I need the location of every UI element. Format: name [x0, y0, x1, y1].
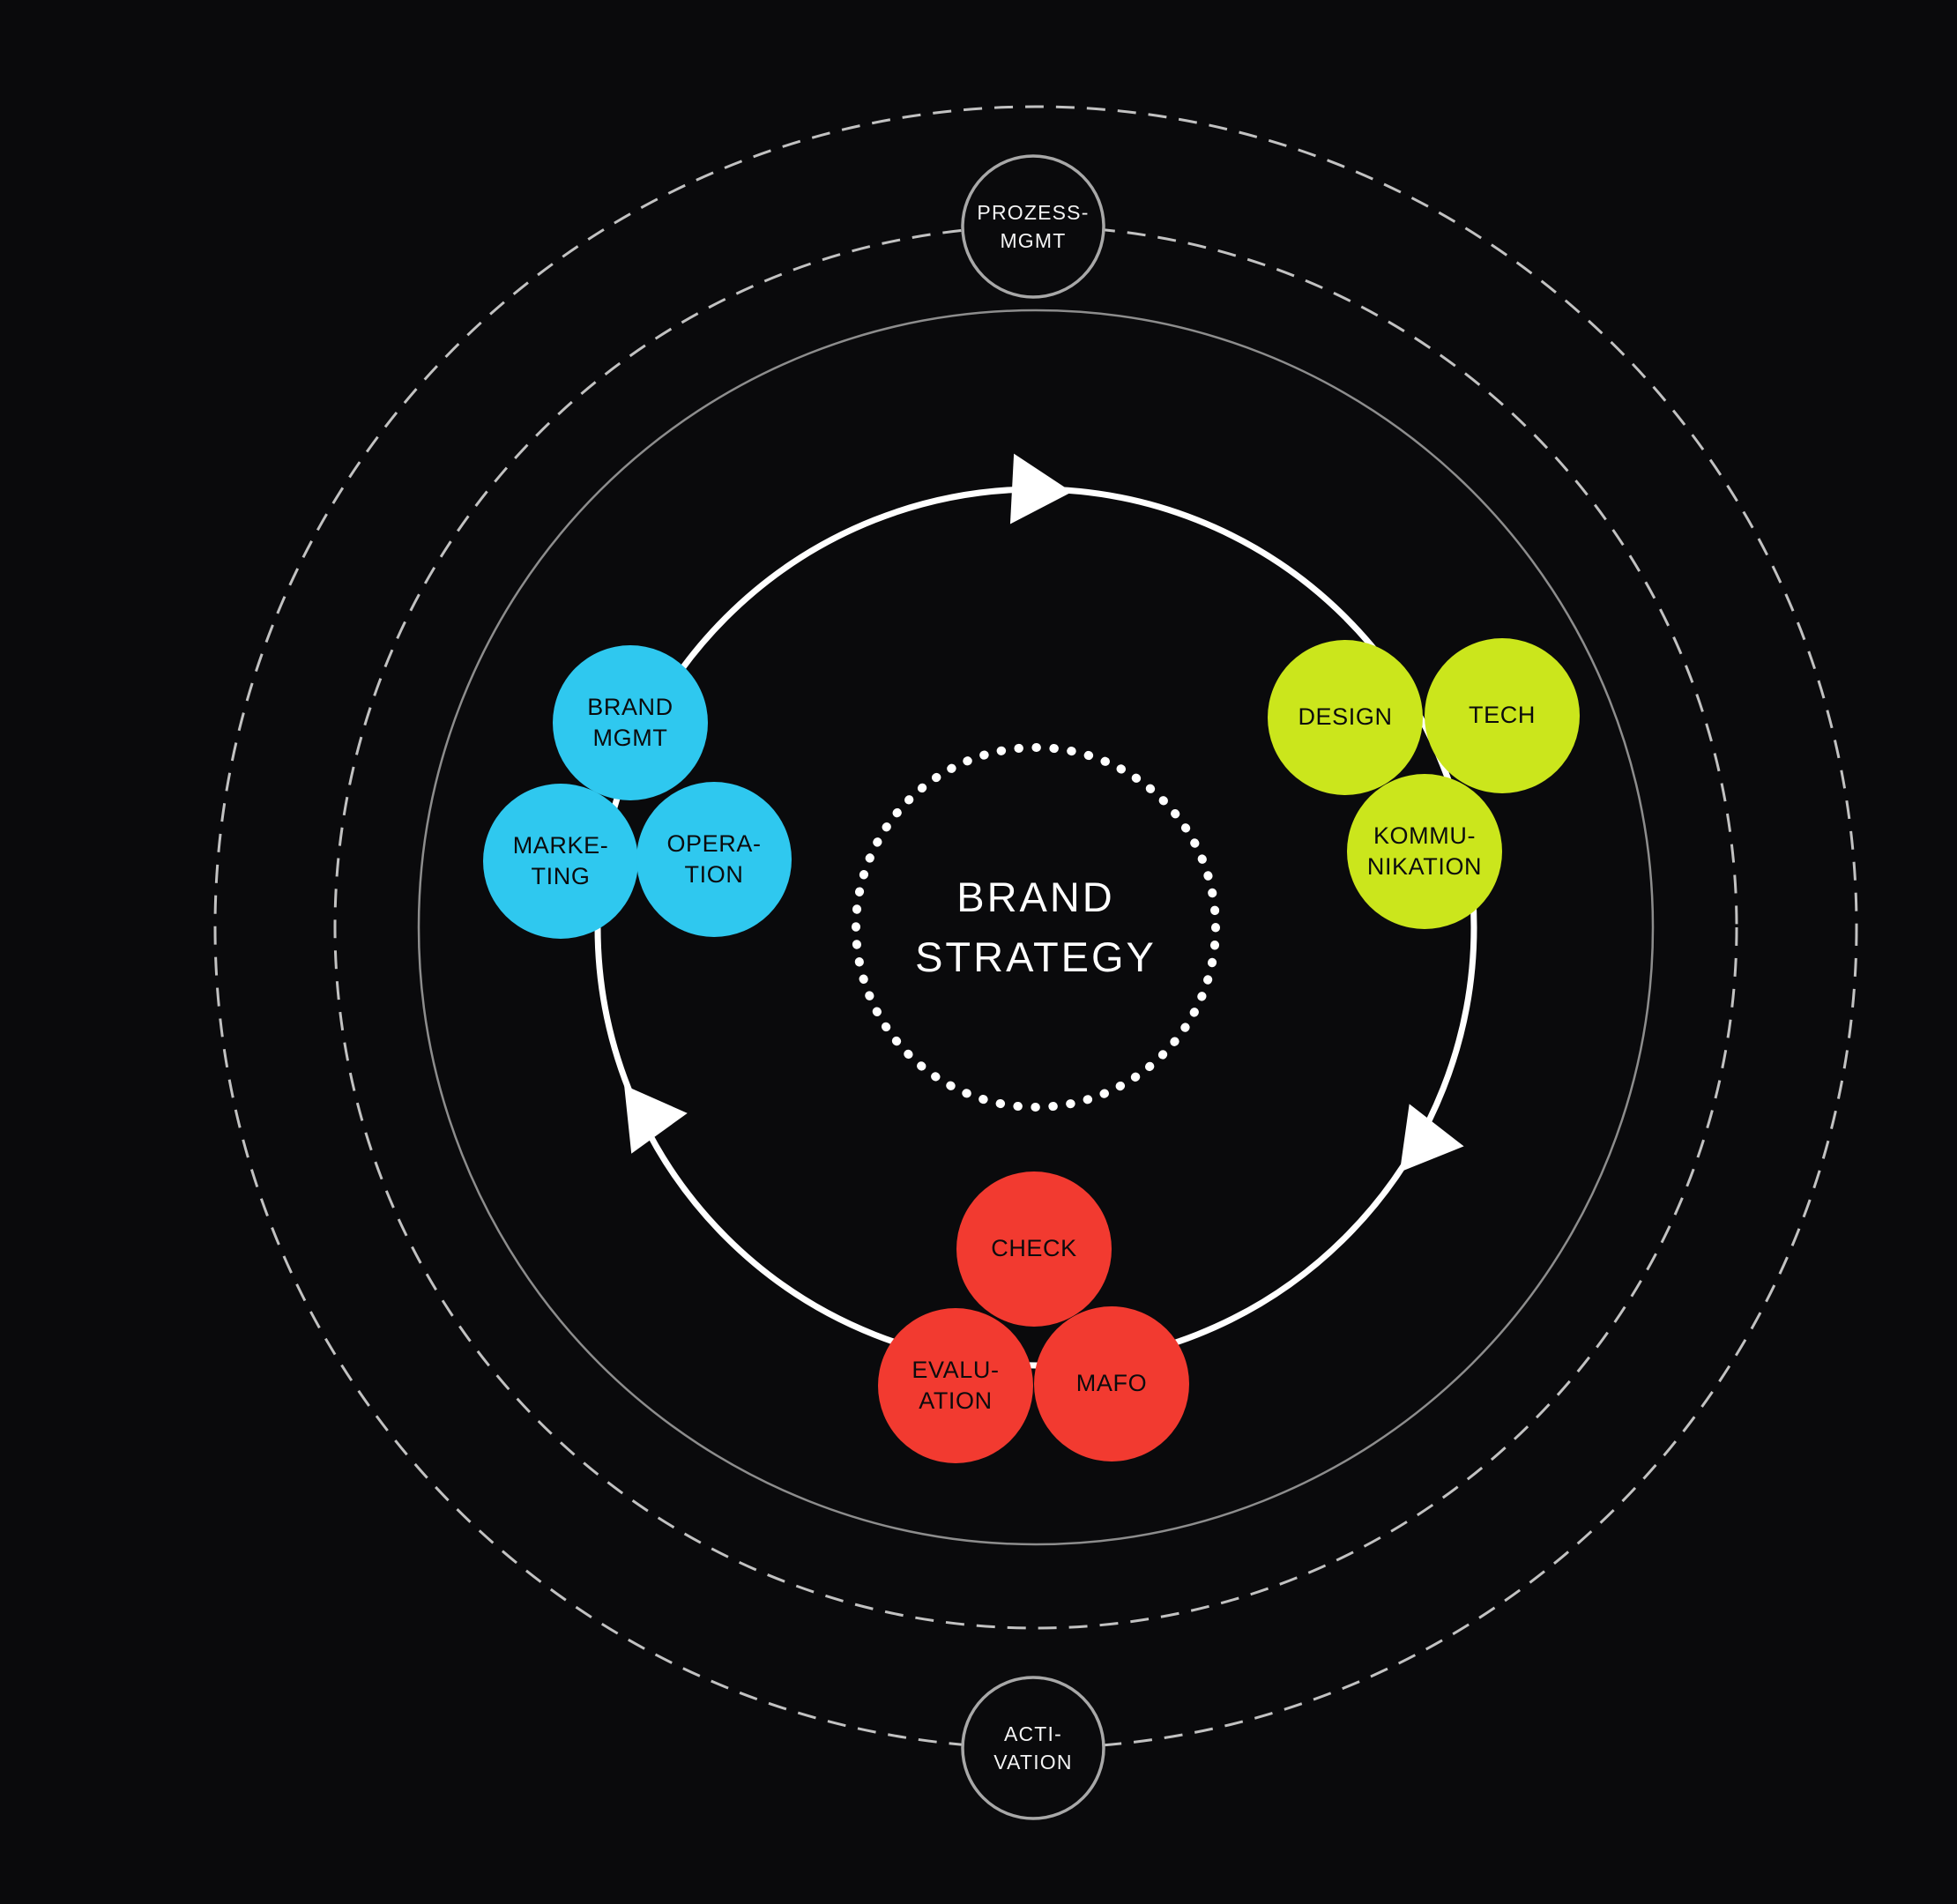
cycle-arrow-left-icon — [624, 1085, 688, 1154]
cycle-arrow-right-icon — [1399, 1104, 1464, 1172]
bubble-brand-mgmt — [553, 645, 708, 800]
bubble-operation — [636, 782, 792, 937]
cycle-arrow-top-icon — [1009, 453, 1072, 524]
bubble-evaluation — [878, 1308, 1033, 1463]
bubble-kommunikation — [1347, 774, 1502, 929]
solid-gray-ring — [417, 309, 1655, 1546]
bubble-mafo — [1034, 1306, 1189, 1461]
bubble-marketing — [483, 784, 638, 939]
bubble-check — [956, 1171, 1112, 1327]
bubble-design — [1268, 640, 1423, 795]
bubble-tech — [1425, 638, 1580, 793]
node-circle-prozess-mgmt — [961, 154, 1105, 299]
node-circle-activation — [961, 1676, 1105, 1820]
center-dotted-ring — [852, 743, 1220, 1112]
outer-dashed-orbit — [213, 105, 1858, 1750]
